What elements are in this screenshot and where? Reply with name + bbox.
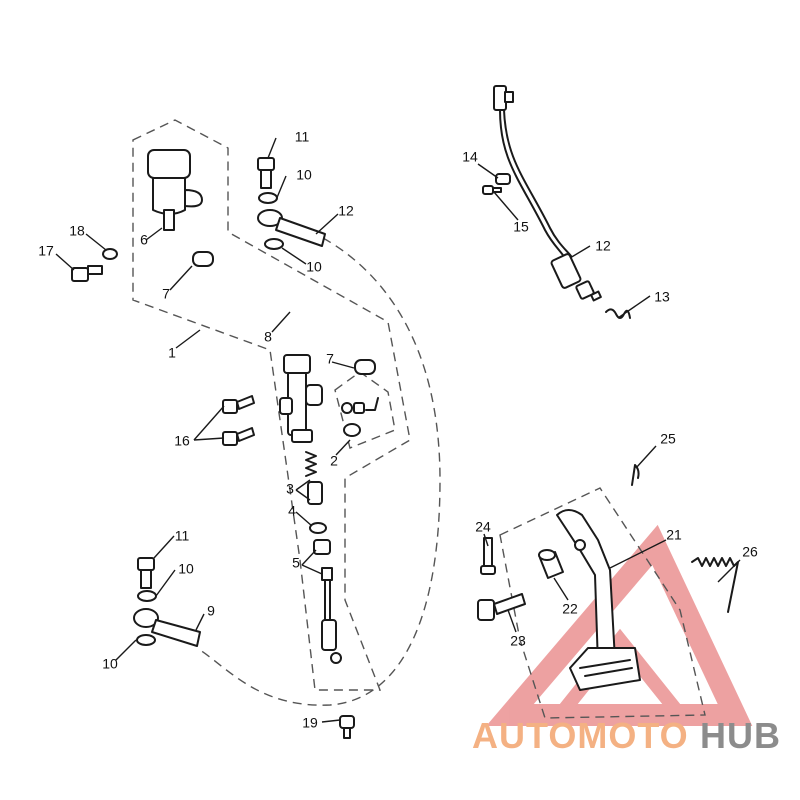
callout-6: 6 (140, 232, 148, 248)
reservoir-6 (147, 149, 203, 231)
spring-3 (305, 451, 317, 477)
callout-10-b: 10 (306, 259, 322, 275)
callout-21: 21 (666, 527, 682, 543)
master-cylinder (279, 354, 323, 443)
callout-14: 14 (462, 149, 478, 165)
callout-7-bottom: 7 (326, 351, 334, 367)
fitting-2 (341, 397, 379, 437)
callout-15: 15 (513, 219, 529, 235)
washer-10-bottom (136, 634, 156, 646)
washer-10-mid (264, 238, 284, 250)
piston-3 (307, 481, 323, 505)
pushrod (321, 567, 342, 664)
hose-8-inner (197, 261, 369, 367)
banjo-hose-12 (257, 209, 326, 247)
callout-22: 22 (562, 601, 578, 617)
spring-26 (691, 557, 739, 613)
callout-23: 23 (510, 633, 526, 649)
watermark-logo (486, 524, 753, 726)
group-1-outline (132, 119, 411, 691)
circlip-4 (309, 522, 327, 534)
callout-10-c: 10 (178, 561, 194, 577)
callout-24: 24 (475, 519, 491, 535)
bolt-11-bottom (137, 557, 155, 589)
washer-10-lower (137, 590, 157, 602)
bushing-22 (538, 549, 564, 579)
callout-12-switch: 12 (595, 238, 611, 254)
bolt-16-lower (222, 427, 255, 446)
callout-9: 9 (207, 603, 215, 619)
spring-13 (605, 308, 631, 319)
callout-1: 1 (168, 345, 176, 361)
callout-8: 8 (264, 329, 272, 345)
cotter-pin-25 (631, 464, 640, 486)
brake-pedal-21 (556, 509, 641, 691)
bolt-11-top (257, 157, 275, 189)
callout-5: 5 (292, 555, 300, 571)
callout-25: 25 (660, 431, 676, 447)
callout-16: 16 (174, 433, 190, 449)
watermark-part1: AUTOMOTO (472, 715, 689, 756)
boot-5 (313, 539, 331, 555)
callout-10-a: 10 (296, 167, 312, 183)
watermark-text: AUTOMOTO HUB (472, 715, 781, 756)
callout-18: 18 (69, 223, 85, 239)
washer-10-top (258, 192, 278, 204)
bolt-17 (71, 265, 103, 282)
callout-4: 4 (288, 503, 296, 519)
callout-17: 17 (38, 243, 54, 259)
bolt-19 (339, 715, 355, 739)
pin-24 (480, 537, 496, 575)
callout-19: 19 (302, 715, 318, 731)
callout-26: 26 (742, 544, 758, 560)
callout-2: 2 (330, 453, 338, 469)
brake-line-route (199, 237, 441, 706)
clip-7-bottom (354, 359, 376, 375)
watermark-part2: HUB (700, 715, 781, 756)
pivot-bolt-23 (477, 593, 526, 621)
clamp-14 (495, 173, 511, 185)
leader-lines (55, 137, 741, 723)
brake-switch-12 (493, 85, 602, 302)
washer-18 (102, 248, 118, 260)
callout-10-d: 10 (102, 656, 118, 672)
screw-15 (482, 185, 502, 195)
callout-11-bottom: 11 (175, 528, 190, 544)
callout-11-top: 11 (295, 129, 310, 145)
callout-3: 3 (286, 481, 294, 497)
callout-12-hose: 12 (338, 203, 354, 219)
group-21-outline (499, 487, 706, 719)
callout-labels: 1 2 3 4 5 6 7 7 8 9 10 10 10 10 11 11 12… (38, 129, 758, 731)
clip-7-top (192, 251, 214, 267)
callout-7-top: 7 (162, 286, 170, 302)
bolt-16-upper (222, 395, 255, 414)
banjo-hose-9 (133, 608, 201, 647)
callout-13: 13 (654, 289, 670, 305)
